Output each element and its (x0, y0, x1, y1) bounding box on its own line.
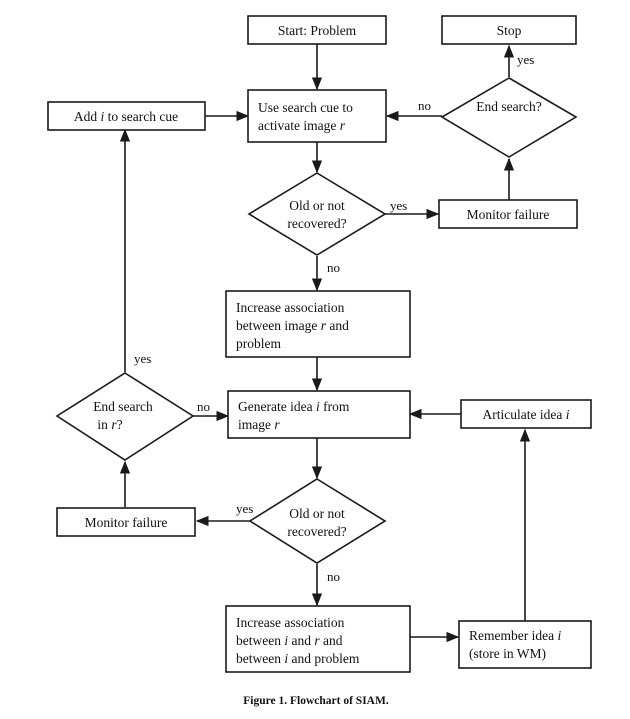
node-use-search-cue: Use search cue to activate image r (247, 89, 387, 143)
node-old2-line2: recovered? (287, 524, 346, 539)
label-yes-old2: yes (236, 501, 253, 516)
node-old-recovered-1: Old or not recovered? (247, 172, 387, 256)
node-use-cue-line1: Use search cue to (258, 100, 353, 115)
node-remember-line1: Remember idea i (469, 628, 561, 643)
node-assoc1-line3: problem (236, 336, 281, 351)
label-yes-end-r: yes (134, 351, 151, 366)
node-monitor-failure-2: Monitor failure (56, 507, 196, 537)
node-stop-text: Stop (497, 23, 522, 38)
node-articulate-text: Articulate idea i (483, 407, 570, 422)
node-old1-line1: Old or not (289, 198, 345, 213)
node-end-search-r-line2: in r? (97, 417, 122, 432)
node-assoc2-line3: between i and problem (236, 651, 360, 666)
label-no-end-r: no (197, 399, 210, 414)
node-assoc2-line1: Increase association (236, 615, 345, 630)
node-start-text: Start: Problem (278, 23, 357, 38)
node-stop: Stop (441, 15, 577, 45)
node-generate-line1: Generate idea i from (238, 399, 350, 414)
node-monitor1-text: Monitor failure (467, 207, 550, 222)
label-yes-stop: yes (517, 52, 534, 67)
edge-labels: yes no yes no yes no yes no (134, 52, 534, 584)
node-add-i: Add i to search cue (47, 101, 206, 131)
node-increase-association-2: Increase association between i and r and… (225, 605, 411, 673)
node-use-cue-line2: activate image r (258, 118, 346, 133)
node-monitor-failure-1: Monitor failure (438, 199, 578, 229)
node-add-i-text: Add i to search cue (74, 109, 178, 124)
node-remember-idea: Remember idea i (store in WM) (458, 620, 592, 669)
figure-caption: Figure 1. Flowchart of SIAM. (243, 695, 389, 707)
node-articulate-idea: Articulate idea i (460, 399, 592, 429)
label-no-top: no (418, 98, 431, 113)
node-old-recovered-2: Old or not recovered? (248, 478, 387, 564)
node-start: Start: Problem (247, 15, 387, 45)
node-end-search-in-r: End search in r? (55, 372, 195, 461)
node-end-search-top-text: End search? (476, 99, 542, 114)
node-assoc2-line2: between i and r and (236, 633, 343, 648)
node-increase-association-1: Increase association between image r and… (225, 290, 411, 358)
node-end-search-r-line1: End search (93, 399, 153, 414)
connectors (119, 44, 531, 643)
node-assoc1-line2: between image r and (236, 318, 349, 333)
node-old1-line2: recovered? (287, 216, 346, 231)
label-no-old1: no (327, 260, 340, 275)
node-end-search-top: End search? (440, 77, 578, 158)
node-monitor2-text: Monitor failure (85, 515, 168, 530)
node-assoc1-line1: Increase association (236, 300, 345, 315)
node-remember-line2: (store in WM) (469, 646, 546, 661)
label-yes-old1: yes (390, 198, 407, 213)
node-generate-line2: image r (238, 417, 280, 432)
label-no-old2: no (327, 569, 340, 584)
node-old2-line1: Old or not (289, 506, 345, 521)
node-generate-idea: Generate idea i from image r (227, 390, 411, 439)
